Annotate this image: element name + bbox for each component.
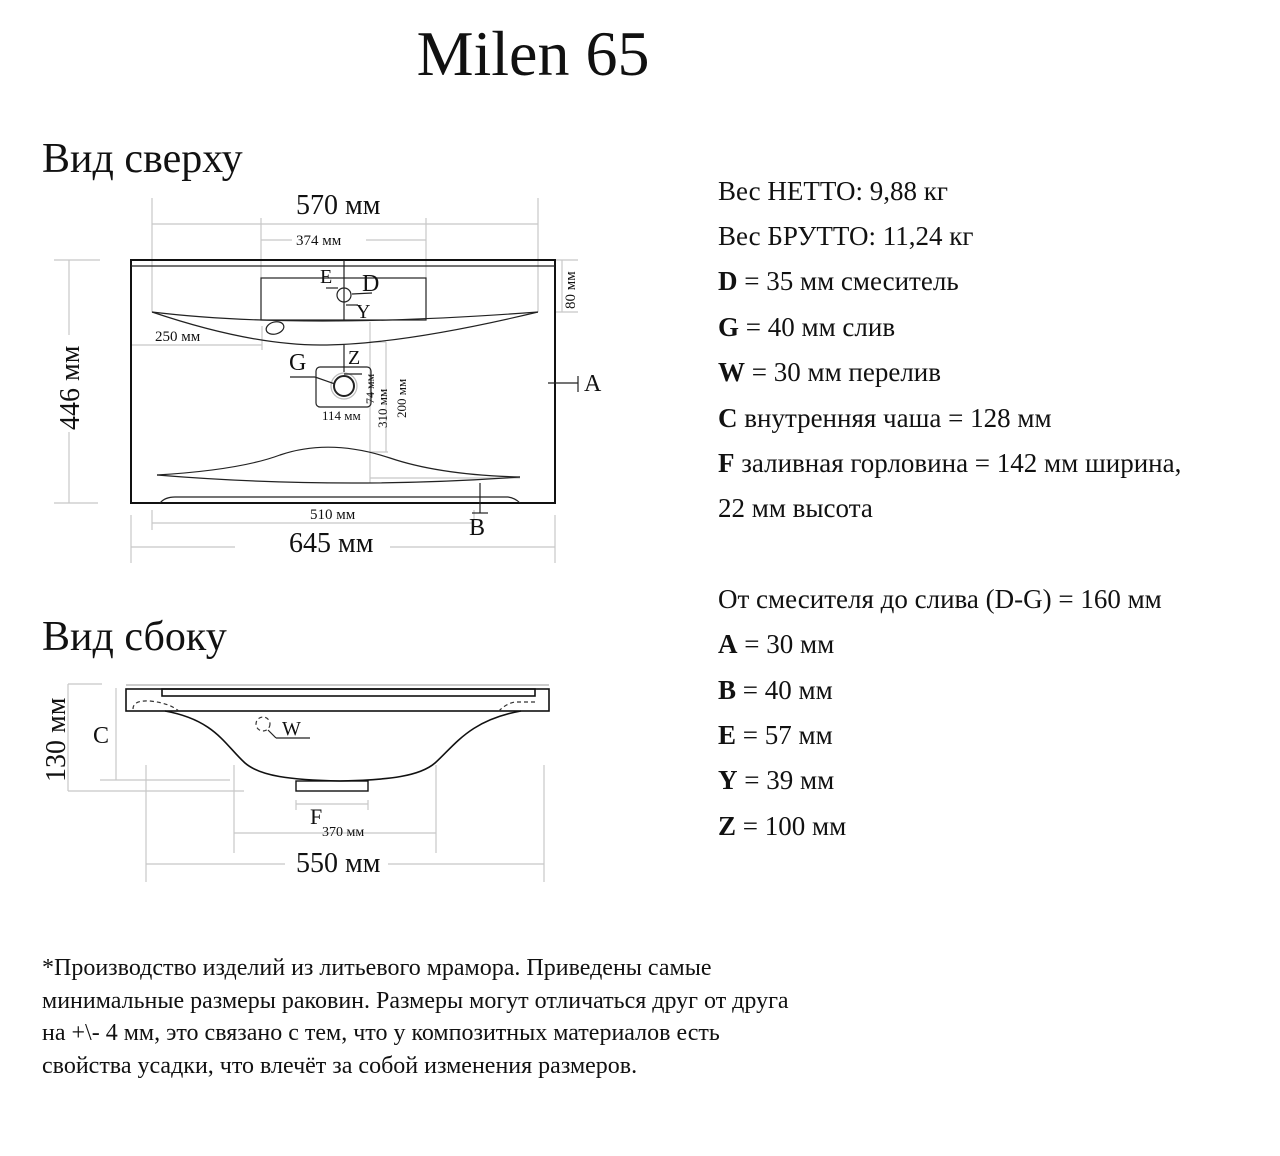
spec-y: Y = 39 мм (718, 765, 835, 795)
spec-b: B = 40 мм (718, 675, 833, 705)
side-view-heading: Вид сбоку (42, 614, 227, 660)
top-view-heading: Вид сверху (42, 136, 243, 182)
dim-overall-width: 645 мм (289, 528, 374, 559)
letter-g: G (289, 350, 307, 376)
dim-overall-depth: 446 мм (55, 345, 86, 430)
dim-overflow-offset: 250 мм (155, 329, 201, 345)
dim-front-edge-width: 510 мм (310, 507, 356, 523)
spec-d-g-distance: От смесителя до слива (D-G) = 160 мм (718, 584, 1162, 614)
spec-g: G = 40 мм слив (718, 312, 896, 342)
letter-c: C (93, 723, 110, 749)
dim-drain-box-width: 114 мм (322, 408, 361, 423)
spec-e: E = 57 мм (718, 720, 833, 750)
footnote: *Производство изделий из литьевого мрамо… (42, 955, 789, 1079)
letter-a: A (584, 371, 602, 397)
letter-d: D (362, 271, 380, 297)
dim-faucet-zone-width: 374 мм (296, 233, 342, 249)
top-view-drawing (54, 198, 579, 563)
dim-faucet-zone-depth: 80 мм (563, 271, 579, 309)
spec-d: D = 35 мм смеситель (718, 266, 959, 296)
letter-f: F (310, 804, 323, 829)
side-view-drawing (67, 683, 550, 882)
spec-w: W = 30 мм перелив (718, 357, 941, 387)
spec-f: F заливная горловина = 142 мм ширина, (718, 448, 1182, 478)
page-title: Milen 65 (416, 18, 650, 89)
dim-bowl-bottom-width: 370 мм (322, 825, 365, 840)
spec-gross-weight: Вес БРУТТО: 11,24 кг (718, 221, 974, 251)
spec-net-weight: Вес НЕТТО: 9,88 кг (718, 176, 948, 206)
dim-base-width: 550 мм (296, 848, 381, 879)
letter-y: Y (356, 301, 371, 323)
dim-bowl-width: 570 мм (296, 190, 381, 221)
letter-e: E (320, 266, 333, 288)
dim-height: 130 мм (41, 697, 72, 782)
spec-c: C внутренняя чаша = 128 мм (718, 403, 1052, 433)
letter-b: B (469, 515, 486, 541)
letter-w: W (282, 718, 301, 740)
spec-a: A = 30 мм (718, 629, 835, 659)
letter-z: Z (348, 347, 361, 369)
spec-z: Z = 100 мм (718, 811, 847, 841)
dim-bowl-depth: 200 мм (394, 378, 409, 418)
spec-f-height: 22 мм высота (718, 493, 873, 523)
dim-drain-to-back: 310 мм (375, 388, 390, 428)
